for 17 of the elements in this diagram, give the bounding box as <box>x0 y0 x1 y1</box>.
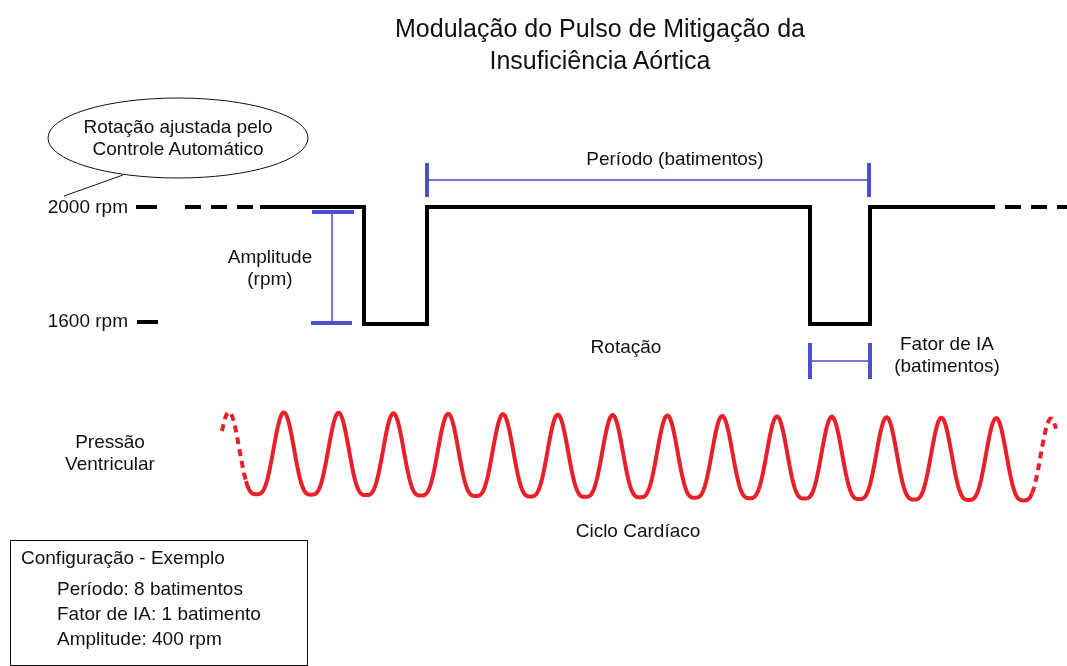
axis-label: 2000 rpm <box>20 196 128 218</box>
annotation-text: Fator de IA (batimentos) <box>893 333 1001 377</box>
leader-line <box>63 174 124 197</box>
setting-text: Fator de IA: 1 batimento <box>57 602 261 626</box>
setting-text: Amplitude: 400 rpm <box>57 627 222 651</box>
diagram-title: Modulação do Pulso de Mitigação da Insuficiência Aórtica <box>394 13 806 76</box>
info-box <box>10 540 308 666</box>
setting-text: Período: 8 batimentos <box>57 577 243 601</box>
annotation-text: Amplitude (rpm) <box>226 246 314 290</box>
box-heading: Configuração - Exemplo <box>21 546 225 570</box>
axis-label: 1600 rpm <box>46 310 128 332</box>
annotation-text: Período (batimentos) <box>585 148 765 170</box>
callout-text: Rotação ajustada pelo Controle Automático <box>82 116 274 160</box>
annotation-text: Ciclo Cardíaco <box>574 520 702 542</box>
callout-ellipse <box>47 97 309 179</box>
annotation-text: Pressão Ventricular <box>64 431 156 475</box>
annotation-text: Rotação <box>589 336 663 358</box>
